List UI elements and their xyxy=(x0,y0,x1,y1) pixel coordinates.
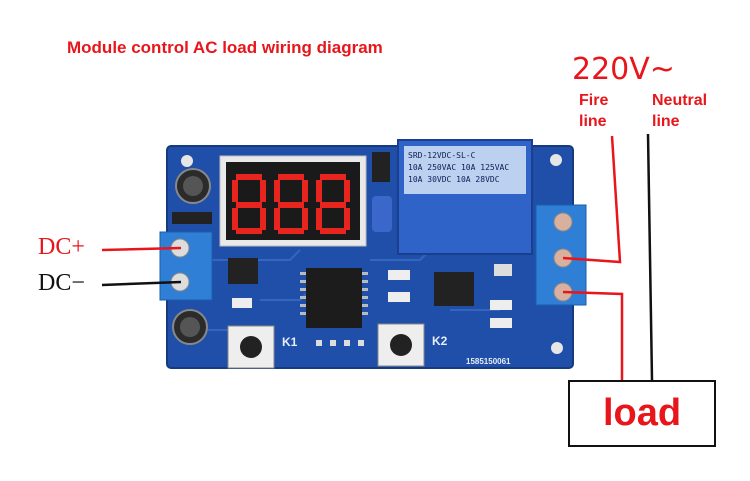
smd-resistor xyxy=(388,292,410,302)
dc-plus-wire xyxy=(101,246,182,252)
ac-voltage-label: 220V~ xyxy=(572,52,675,87)
diagram-title: Module control AC load wiring diagram xyxy=(67,38,383,57)
smd-resistor xyxy=(388,270,410,280)
smd-resistor xyxy=(490,300,512,310)
film-capacitor xyxy=(372,196,392,232)
load-label: load xyxy=(602,392,682,434)
capacitor-top xyxy=(175,168,211,204)
capacitor-bottom xyxy=(172,309,208,345)
fire-line-wire xyxy=(562,135,622,264)
fire-line-label: Fire line xyxy=(579,92,609,130)
neutral-line-wire xyxy=(646,133,654,381)
mount-hole xyxy=(551,342,563,354)
dc-terminal-block xyxy=(159,231,213,301)
optocoupler xyxy=(434,272,474,306)
relay-model-text: SRD-12VDC-SL-C xyxy=(408,151,476,160)
neutral-line-label: Neutral line xyxy=(652,92,708,130)
board-serial: 1585150061 xyxy=(466,357,511,366)
relay-rating-text-1: 10A 250VAC 10A 125VAC xyxy=(408,163,509,172)
smd-resistor xyxy=(232,298,252,308)
load-box: load xyxy=(568,380,716,447)
k1-silkscreen: K1 xyxy=(282,335,298,349)
mount-hole xyxy=(181,155,193,167)
microcontroller-ic xyxy=(300,268,368,328)
voltage-regulator xyxy=(228,258,258,284)
smd-resistor xyxy=(490,318,512,328)
smd-led xyxy=(494,264,512,276)
mount-hole xyxy=(550,154,562,166)
load-wire xyxy=(562,290,624,380)
button-k2 xyxy=(377,323,425,367)
ac-terminal-block xyxy=(535,204,587,306)
dc-minus-label: DC− xyxy=(38,270,85,296)
relay-rating-text-2: 10A 30VDC 10A 28VDC xyxy=(408,175,500,184)
k2-silkscreen: K2 xyxy=(432,334,448,348)
relay: SRD-12VDC-SL-C 10A 250VAC 10A 125VAC 10A… xyxy=(397,139,533,255)
dc-plus-label: DC+ xyxy=(38,234,85,260)
transistor xyxy=(372,152,390,182)
diode xyxy=(172,212,212,224)
seven-segment-display xyxy=(219,155,367,247)
dc-minus-wire xyxy=(101,280,182,287)
button-k1 xyxy=(227,325,275,369)
header-pins xyxy=(316,340,364,346)
